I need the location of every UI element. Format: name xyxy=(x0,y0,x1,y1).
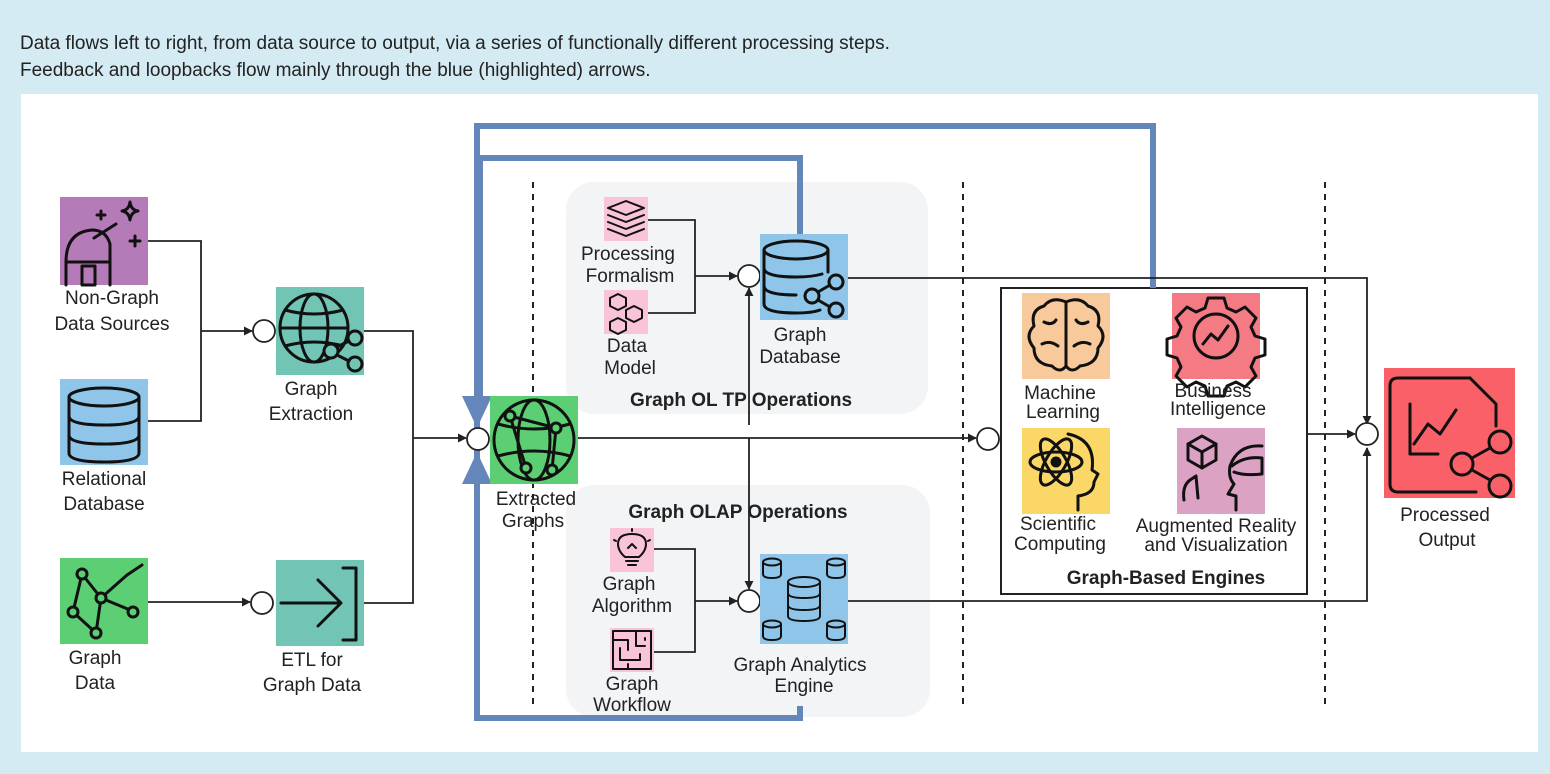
machine-learning-node: Machine Learning xyxy=(1022,293,1110,423)
graph-workflow-label-1: Graph xyxy=(606,674,659,695)
maze-icon xyxy=(612,630,652,670)
graph-database-label-1: Graph xyxy=(774,325,827,346)
atom-head-icon xyxy=(1028,432,1100,512)
caption: Data flows left to right, from data sour… xyxy=(20,30,890,84)
graph-extraction-label-2: Extraction xyxy=(269,404,353,425)
database-share-icon xyxy=(762,239,845,319)
extracted-label-1: Extracted xyxy=(496,489,576,510)
non-graph-label-1: Non-Graph xyxy=(65,288,159,309)
processing-formalism-node: Processing Formalism xyxy=(581,197,675,287)
globe-network-icon xyxy=(492,398,576,482)
etl-label-2: Graph Data xyxy=(263,675,362,696)
non-graph-label-2: Data Sources xyxy=(54,314,169,335)
processed-output-node: Processed Output xyxy=(1384,368,1515,551)
analytics-engine-label-2: Engine xyxy=(774,676,833,697)
augmented-reality-label-1: Augmented Reality xyxy=(1136,516,1297,537)
graph-database-label-2: Database xyxy=(759,347,840,368)
chart-share-icon xyxy=(1388,376,1513,499)
graph-workflow-label-2: Workflow xyxy=(593,695,671,716)
scientific-computing-label-2: Computing xyxy=(1014,534,1106,555)
feedback-arrows xyxy=(462,123,1156,721)
graph-workflow-node: Graph Workflow xyxy=(593,628,671,716)
etl-node: ETL for Graph Data xyxy=(263,560,364,696)
caption-line-1: Data flows left to right, from data sour… xyxy=(20,33,890,54)
relational-label-1: Relational xyxy=(62,469,147,490)
engines-group-label: Graph-Based Engines xyxy=(1067,568,1266,589)
relational-label-2: Database xyxy=(63,494,144,515)
globe-share-icon xyxy=(278,292,364,373)
relational-database-node: Relational Database xyxy=(60,379,148,515)
gear-chart-icon xyxy=(1165,296,1267,398)
machine-learning-label-1: Machine xyxy=(1024,383,1096,404)
graph-data-node: Graph Data xyxy=(60,558,148,694)
processed-output-label-1: Processed xyxy=(1400,505,1490,526)
extracted-label-2: Graphs xyxy=(502,511,564,532)
brain-icon xyxy=(1027,298,1105,372)
graph-extraction-node: Graph Extraction xyxy=(269,287,364,425)
graph-algorithm-node: Graph Algorithm xyxy=(592,528,672,617)
ar-headset-icon xyxy=(1182,434,1264,512)
caption-line-2: Feedback and loopbacks flow mainly throu… xyxy=(20,60,651,81)
analytics-engine-node: Graph Analytics Engine xyxy=(733,554,867,697)
analytics-engine-label-1: Graph Analytics xyxy=(733,655,866,676)
molecule-icon xyxy=(609,293,643,335)
augmented-reality-label-2: and Visualization xyxy=(1144,535,1287,556)
business-intelligence-node: Business Intelligence xyxy=(1165,293,1267,420)
graph-algorithm-label-1: Graph xyxy=(603,574,656,595)
graph-algorithm-label-2: Algorithm xyxy=(592,596,672,617)
database-icon xyxy=(67,386,141,464)
processing-formalism-label-2: Formalism xyxy=(586,266,675,287)
graph-data-label-2: Data xyxy=(75,673,116,694)
graph-database-node: Graph Database xyxy=(759,234,848,368)
extracted-graphs-node: Extracted Graphs xyxy=(490,396,578,532)
olap-group-label: Graph OLAP Operations xyxy=(628,502,847,523)
business-intelligence-label-1: Business xyxy=(1174,381,1251,402)
network-icon xyxy=(66,563,144,640)
observatory-icon xyxy=(64,200,142,287)
lightbulb-icon xyxy=(613,528,651,566)
processed-output-label-2: Output xyxy=(1418,530,1476,551)
scientific-computing-label-1: Scientific xyxy=(1020,514,1096,535)
data-model-label-1: Data xyxy=(607,336,648,357)
data-model-node: Data Model xyxy=(604,290,656,379)
machine-learning-label-2: Learning xyxy=(1026,402,1100,423)
layers-icon xyxy=(607,200,645,237)
junction-nodes xyxy=(250,264,1379,615)
oltp-group-label: Graph OL TP Operations xyxy=(630,390,852,411)
etl-label-1: ETL for xyxy=(281,650,343,671)
flow-connectors xyxy=(147,219,1372,653)
augmented-reality-node: Augmented Reality and Visualization xyxy=(1136,428,1297,556)
database-cluster-icon xyxy=(762,557,846,641)
non-graph-sources-node: Non-Graph Data Sources xyxy=(54,197,170,335)
business-intelligence-label-2: Intelligence xyxy=(1170,399,1266,420)
data-model-label-2: Model xyxy=(604,358,656,379)
graph-data-label-1: Graph xyxy=(69,648,122,669)
graph-extraction-label-1: Graph xyxy=(285,379,338,400)
arrow-bracket-icon xyxy=(279,566,358,642)
scientific-computing-node: Scientific Computing xyxy=(1014,428,1110,555)
processing-formalism-label-1: Processing xyxy=(581,244,675,265)
